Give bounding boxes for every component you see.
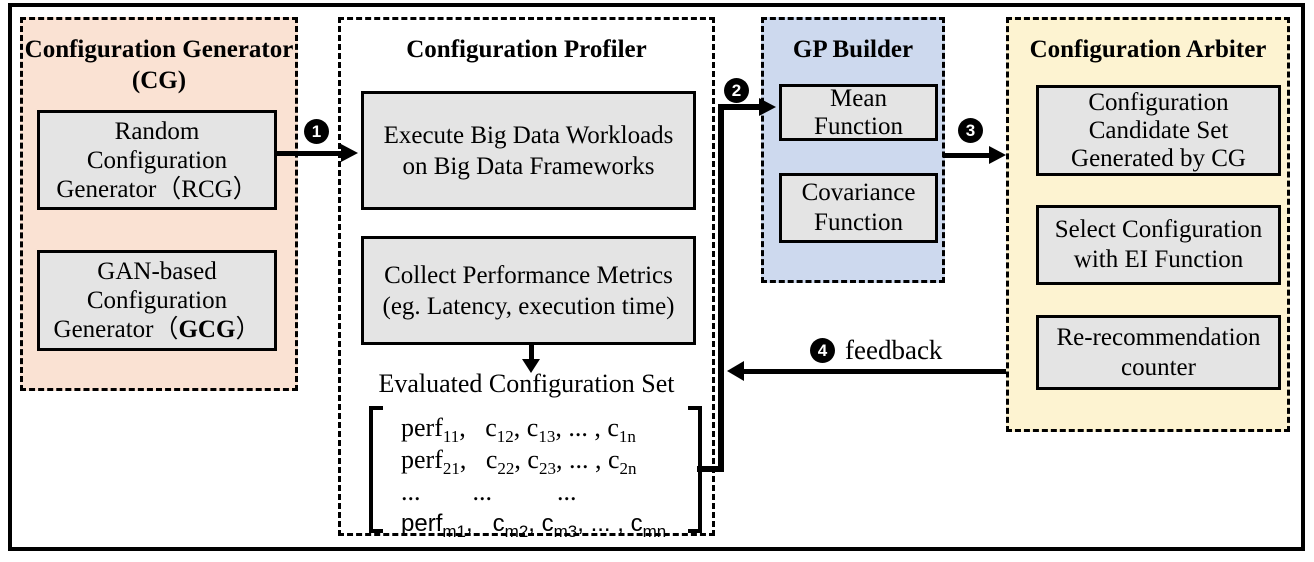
matrix-row: perf21, c22, c23, ... , c2n <box>401 445 637 479</box>
candidate-line: Generated by CG <box>1071 144 1246 172</box>
feedback-arrow-shaft <box>742 369 1006 374</box>
title-line-1: Configuration Generator <box>24 36 294 63</box>
gp-builder-title: GP Builder <box>792 36 914 63</box>
step-2-badge: 2 <box>724 78 749 103</box>
matrix-row: perfm1, cm2, cm3, ... , cmn <box>401 510 667 541</box>
feedback-arrow-head <box>727 361 744 381</box>
title-line-2: (CG) <box>131 67 187 94</box>
execute-line: Execute Big Data Workloads <box>383 121 674 149</box>
rcg-line: Random <box>114 117 200 145</box>
rerec-line: counter <box>1121 353 1196 381</box>
gcg-line: Generator（GCG） <box>54 315 261 344</box>
configuration-generator-panel: Configuration Generator (CG) Random Conf… <box>20 17 298 391</box>
connector-2-horizontal <box>718 104 760 110</box>
execute-line: on Big Data Frameworks <box>402 152 655 180</box>
rcg-line: Generator（RCG） <box>56 175 258 203</box>
mean-line: Mean <box>830 84 887 112</box>
collect-line: Collect Performance Metrics <box>384 261 673 289</box>
feedback-label: feedback <box>845 335 943 365</box>
evaluated-configuration-matrix: perf11, c12, c13, ... , c1n perf21, c22,… <box>365 404 702 540</box>
covariance-line: Covariance <box>801 179 916 206</box>
step-4-badge: 4 <box>810 338 835 363</box>
configuration-profiler-panel: Configuration Profiler Execute Big Data … <box>338 17 715 540</box>
matrix-rows: perf11, c12, c13, ... , c1n perf21, c22,… <box>401 412 666 540</box>
gcg-line-post: ） <box>235 316 261 343</box>
candidate-line: Configuration <box>1088 88 1229 116</box>
collect-metrics-box: Collect Performance Metrics (eg. Latency… <box>361 236 696 345</box>
configuration-generator-title: Configuration Generator (CG) <box>23 34 295 96</box>
candidate-line: Candidate Set <box>1088 116 1229 144</box>
configuration-arbiter-panel: Configuration Arbiter Configuration Cand… <box>1006 17 1290 432</box>
arrow-3-head <box>989 146 1006 164</box>
configuration-profiler-title: Configuration Profiler <box>406 36 647 63</box>
collect-down-arrow-head <box>522 359 540 373</box>
connector-2-vertical <box>718 104 724 472</box>
collect-down-arrow-shaft <box>529 342 534 360</box>
covariance-line: Function <box>814 209 903 236</box>
configuration-arbiter-title: Configuration Arbiter <box>1029 36 1267 63</box>
matrix-row: perf11, c12, c13, ... , c1n <box>401 413 636 447</box>
rcg-line: Configuration <box>86 146 228 174</box>
gan-based-configuration-generator-box: GAN-based Configuration Generator（GCG） <box>37 250 277 351</box>
re-recommendation-counter-box: Re-recommendation counter <box>1036 315 1281 390</box>
arrow-1-head <box>341 144 358 162</box>
gcg-line-pre: Generator（ <box>53 316 179 343</box>
candidate-set-box: Configuration Candidate Set Generated by… <box>1036 85 1281 176</box>
matrix-row: ... ... ... <box>401 477 577 506</box>
gcg-line: Configuration <box>86 287 228 314</box>
select-line: with EI Function <box>1073 246 1244 273</box>
mean-function-box: Mean Function <box>779 84 938 141</box>
step-3-badge: 3 <box>958 118 983 143</box>
random-configuration-generator-box: Random Configuration Generator（RCG） <box>37 110 277 210</box>
rerec-line: Re-recommendation <box>1056 323 1261 351</box>
execute-workloads-box: Execute Big Data Workloads on Big Data F… <box>361 91 696 210</box>
arrow-1-shaft <box>274 151 342 156</box>
step-1-badge: 1 <box>304 119 329 144</box>
collect-line: (eg. Latency, execution time) <box>382 292 675 320</box>
select-configuration-box: Select Configuration with EI Function <box>1036 205 1281 285</box>
arrow-2-head <box>759 98 776 116</box>
evaluated-configuration-set-label: Evaluated Configuration Set <box>378 369 675 398</box>
select-line: Select Configuration <box>1054 216 1263 243</box>
gcg-line-bold: GCG <box>178 316 236 343</box>
mean-line: Function <box>814 112 903 140</box>
gcg-line: GAN-based <box>97 258 217 285</box>
connector-2-stub <box>697 466 724 472</box>
gp-builder-panel: GP Builder Mean Function Covariance Func… <box>761 17 945 283</box>
covariance-function-box: Covariance Function <box>779 173 938 243</box>
arrow-3-shaft <box>943 153 990 158</box>
matrix-left-bracket <box>369 406 383 533</box>
outer-frame <box>8 3 1305 551</box>
